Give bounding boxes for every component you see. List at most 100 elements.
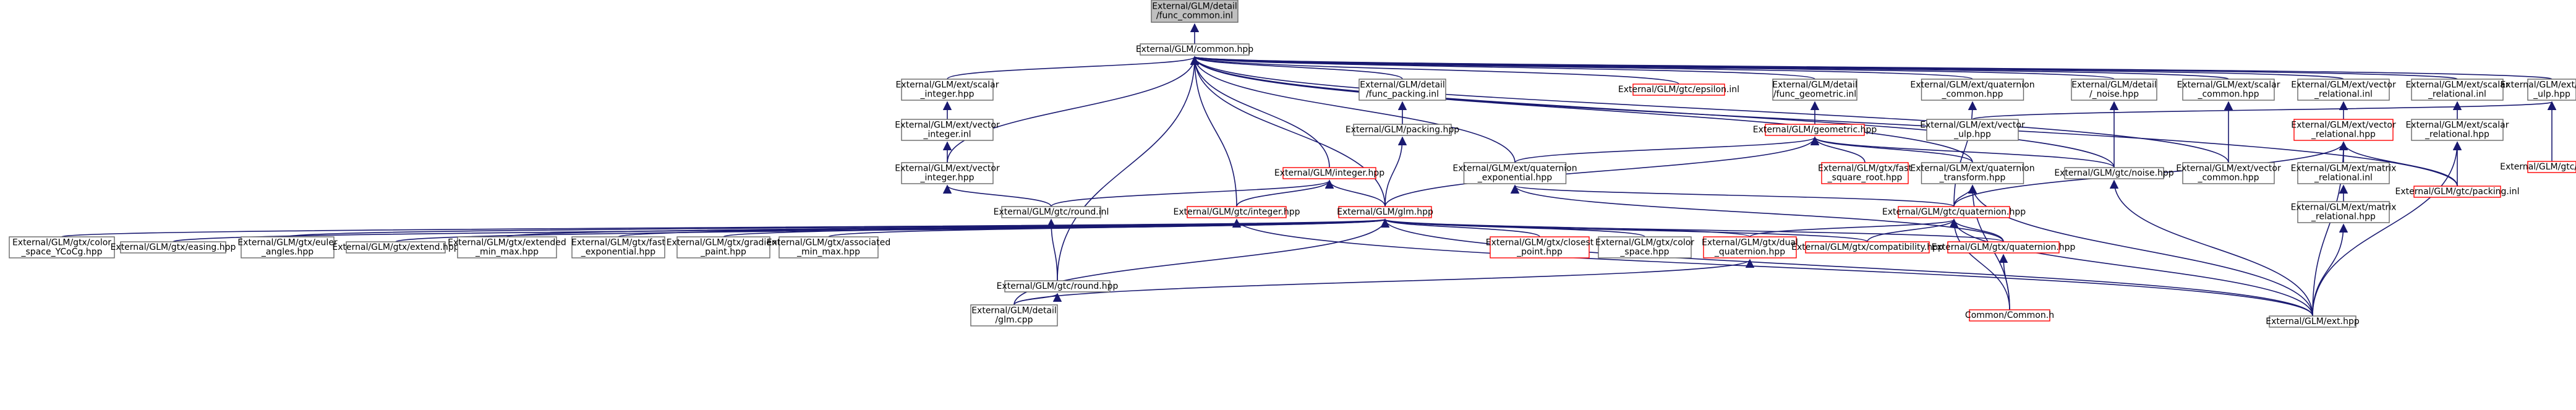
- node-box: [1598, 236, 1692, 258]
- node-integer[interactable]: External/GLM/integer.hpp: [1274, 167, 1384, 179]
- node-label: _relational.inl: [2428, 90, 2486, 100]
- node-label: External/GLM/ext/vector: [2176, 164, 2281, 174]
- edge-gtc-packing-to-common: [1190, 56, 2458, 187]
- node-label: /glm.cpp: [995, 315, 1033, 325]
- node-gtc-epsilon[interactable]: External/GLM/gtc/epsilon.inl: [1618, 83, 1739, 96]
- node-easing[interactable]: External/GLM/gtx/easing.hpp: [111, 241, 236, 254]
- node-label: External/GLM/gtx/euler: [237, 238, 338, 248]
- node-label: External/GLM/ext/matrix: [2291, 164, 2397, 174]
- node-gtc-ulp[interactable]: External/GLM/gtc/ulp.inl: [2500, 161, 2576, 173]
- node-scalar-relational-hpp[interactable]: External/GLM/ext/scalar_relational.hpp: [2406, 119, 2509, 141]
- node-glm[interactable]: External/GLM/glm.hpp: [1337, 206, 1433, 218]
- node-quat-exponential[interactable]: External/GLM/ext/quaternion_exponential.…: [1452, 162, 1577, 184]
- node-label: External/GLM/detail: [2071, 80, 2157, 90]
- node-label: External/GLM/gtx/extended: [448, 238, 566, 248]
- node-gtc-noise[interactable]: External/GLM/gtc/noise.hpp: [2054, 167, 2174, 179]
- node-gtc-round-inl[interactable]: External/GLM/gtc/round.inl: [994, 206, 1109, 218]
- node-label: _exponential.hpp: [581, 247, 656, 257]
- node-label: External/GLM/gtx/gradient: [667, 238, 781, 248]
- node-scalar-relational-inl[interactable]: External/GLM/ext/scalar_relational.inl: [2406, 79, 2509, 101]
- node-vector-relational-hpp[interactable]: External/GLM/ext/vector_relational.hpp: [2291, 119, 2396, 141]
- node-closest-point[interactable]: External/GLM/gtx/closest_point.hpp: [1486, 236, 1594, 258]
- node-label: _square_root.hpp: [1827, 173, 1903, 183]
- node-common-h[interactable]: Common/Common.h: [1965, 309, 2054, 322]
- node-label: _transform.hpp: [1939, 173, 2006, 183]
- node-scalar-ulp[interactable]: External/GLM/ext/scalar_ulp.hpp: [2501, 79, 2576, 101]
- node-label: _integer.hpp: [920, 173, 975, 183]
- edge-gtc-quaternion-to-quat-common: [1953, 101, 1977, 207]
- node-label: _space.hpp: [1619, 247, 1669, 257]
- node-label: _common.hpp: [2197, 173, 2259, 183]
- node-label: _space_YCoCg.hpp: [21, 247, 103, 257]
- node-dual-quaternion[interactable]: External/GLM/gtx/dual_quaternion.hpp: [1702, 236, 1798, 258]
- node-common[interactable]: External/GLM/common.hpp: [1136, 43, 1253, 56]
- node-label: _relational.hpp: [2311, 130, 2376, 140]
- node-detail-noise[interactable]: External/GLM/detail/_noise.hpp: [2071, 79, 2157, 101]
- node-box: [1772, 79, 1857, 101]
- node-associated-min-max[interactable]: External/GLM/gtx/associated_min_max.hpp: [767, 236, 891, 258]
- node-func-geometric[interactable]: External/GLM/detail/func_geometric.inl: [1772, 79, 1857, 101]
- node-box: [1703, 236, 1797, 258]
- edge-ext-to-gtc-noise: [2109, 179, 2313, 317]
- node-scalar-common[interactable]: External/GLM/ext/scalar_common.hpp: [2177, 79, 2280, 101]
- node-gradient-paint[interactable]: External/GLM/gtx/gradient_paint.hpp: [667, 236, 781, 258]
- node-box: [2293, 119, 2394, 141]
- node-geometric[interactable]: External/GLM/geometric.hpp: [1753, 124, 1877, 136]
- node-quat-common[interactable]: External/GLM/ext/quaternion_common.hpp: [1910, 79, 2035, 101]
- edge-dual-quaternion-to-gtc-quaternion: [1749, 218, 1958, 237]
- node-label: External/GLM/ext/matrix: [2291, 203, 2397, 213]
- node-func-packing[interactable]: External/GLM/detail/func_packing.inl: [1358, 79, 1446, 101]
- node-matrix-relational-inl[interactable]: External/GLM/ext/matrix_relational.inl: [2291, 162, 2397, 184]
- edge-gtx-quaternion-to-glm: [1381, 218, 2004, 242]
- node-label: External/GLM/gtx/extend.hpp: [332, 242, 459, 252]
- node-label: /func_geometric.inl: [1773, 90, 1856, 100]
- node-label: External/GLM/glm.hpp: [1337, 207, 1433, 217]
- node-matrix-relational-hpp[interactable]: External/GLM/ext/matrix_relational.hpp: [2291, 201, 2397, 223]
- node-gtc-packing[interactable]: External/GLM/gtc/packing.inl: [2395, 186, 2520, 198]
- edge-ext-to-glm: [1381, 218, 2313, 317]
- node-gtc-integer[interactable]: External/GLM/gtc/integer.hpp: [1174, 206, 1300, 218]
- edge-glm-to-geometric: [1384, 136, 1820, 207]
- node-packing[interactable]: External/GLM/packing.hpp: [1346, 124, 1459, 136]
- node-fast-square-root[interactable]: External/GLM/gtx/fast_square_root.hpp: [1818, 162, 1912, 184]
- node-fast-exponential[interactable]: External/GLM/gtx/fast_exponential.hpp: [571, 236, 665, 258]
- edge-glm-to-packing: [1384, 136, 1407, 207]
- node-euler-angles[interactable]: External/GLM/gtx/euler_angles.hpp: [237, 236, 338, 258]
- node-label: _min_max.hpp: [796, 247, 860, 257]
- node-label: _relational.hpp: [2425, 130, 2489, 140]
- edge-common-h-to-gtx-quaternion: [1998, 254, 2010, 310]
- node-label: External/GLM/gtx/closest: [1486, 238, 1594, 248]
- node-color-space-ycocg[interactable]: External/GLM/gtx/color_space_YCoCg.hpp: [9, 236, 115, 258]
- node-box: [1921, 79, 2024, 101]
- node-label: _point.hpp: [1516, 247, 1563, 257]
- node-compatibility[interactable]: External/GLM/gtx/compatibility.hpp: [1791, 241, 1943, 254]
- node-vector-integer-inl[interactable]: External/GLM/ext/vector_integer.inl: [895, 119, 1000, 141]
- node-vector-common[interactable]: External/GLM/ext/vector_common.hpp: [2176, 162, 2281, 184]
- node-glm-cpp[interactable]: External/GLM/detail/glm.cpp: [970, 304, 1058, 327]
- edge-integer-to-common: [1190, 56, 1330, 168]
- node-vector-ulp[interactable]: External/GLM/ext/vector_ulp.hpp: [1920, 119, 2025, 141]
- node-vector-relational-inl[interactable]: External/GLM/ext/vector_relational.inl: [2291, 79, 2396, 101]
- node-label: External/GLM/gtc/round.inl: [994, 207, 1109, 217]
- node-scalar-integer[interactable]: External/GLM/ext/scalar_integer.hpp: [896, 79, 999, 101]
- node-label: Common/Common.h: [1965, 310, 2054, 320]
- node-box: [2413, 186, 2501, 198]
- node-box: [1921, 162, 2024, 184]
- node-vector-integer-hpp[interactable]: External/GLM/ext/vector_integer.hpp: [895, 162, 1000, 184]
- node-color-space[interactable]: External/GLM/gtx/color_space.hpp: [1595, 236, 1694, 258]
- edge-gtc-quaternion-to-quat-exponential: [1511, 184, 1955, 207]
- node-gtc-round-hpp[interactable]: External/GLM/gtc/round.hpp: [997, 280, 1119, 293]
- node-box: [2411, 119, 2504, 141]
- node-box: [1898, 206, 2010, 218]
- node-label: External/GLM/ext/vector: [1920, 121, 2025, 130]
- node-label: External/GLM/gtx/fast: [571, 238, 665, 248]
- node-label: External/GLM/gtc/packing.inl: [2395, 187, 2519, 197]
- node-label: External/GLM/detail: [971, 306, 1057, 316]
- node-extended-min-max[interactable]: External/GLM/gtx/extended_min_max.hpp: [448, 236, 566, 258]
- node-ext[interactable]: External/GLM/ext.hpp: [2266, 315, 2360, 328]
- node-box: [2527, 79, 2576, 101]
- node-gtc-quaternion[interactable]: External/GLM/gtc/quaternion.hpp: [1882, 206, 2026, 218]
- node-quat-transform[interactable]: External/GLM/ext/quaternion_transform.hp…: [1910, 162, 2035, 184]
- node-gtx-quaternion[interactable]: External/GLM/gtx/quaternion.hpp: [1932, 241, 2076, 254]
- node-extend[interactable]: External/GLM/gtx/extend.hpp: [332, 241, 459, 254]
